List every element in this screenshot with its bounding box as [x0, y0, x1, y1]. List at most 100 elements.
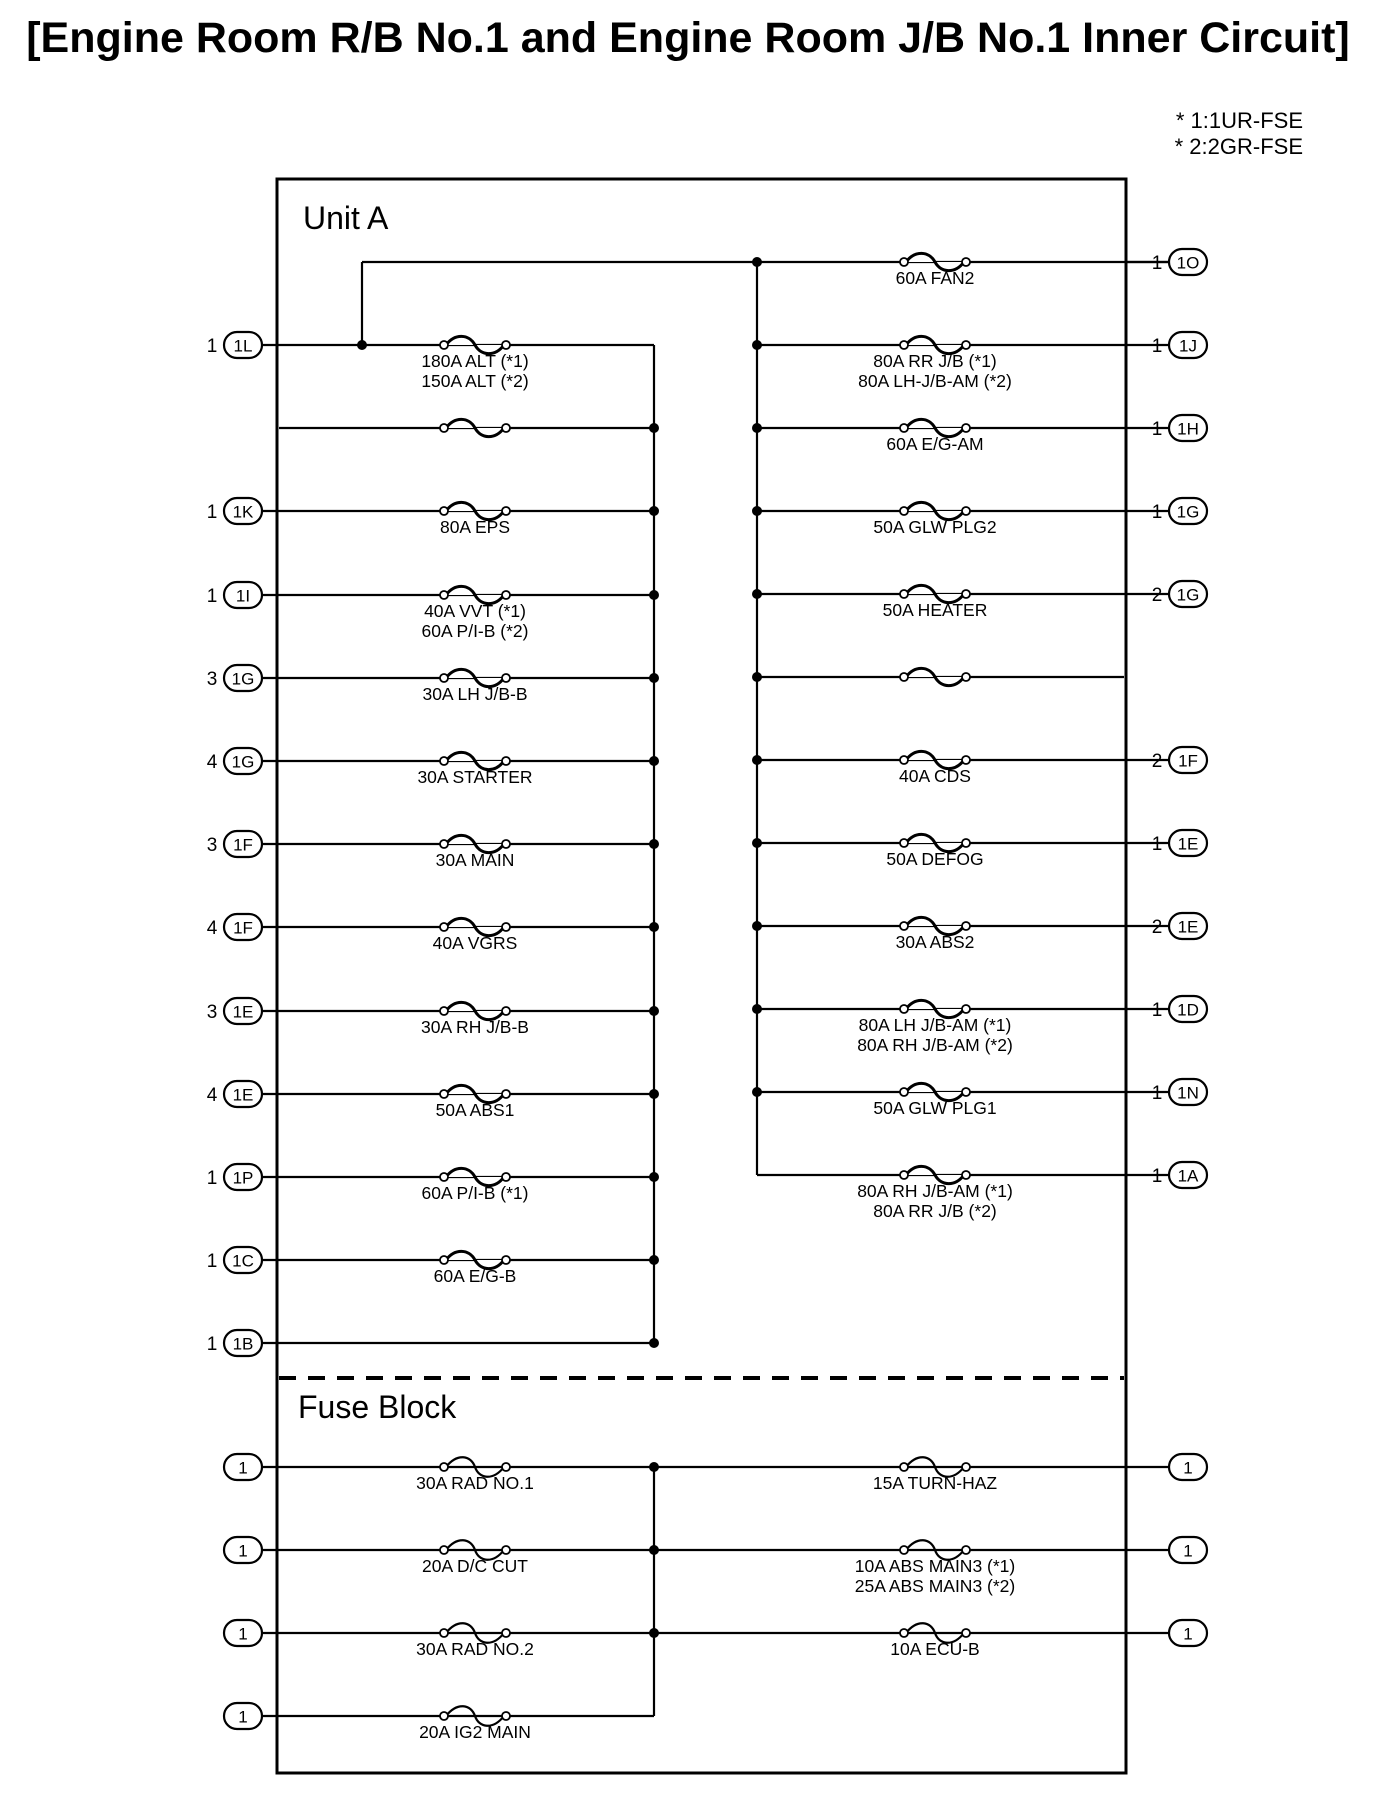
fuse-label: 150A ALT (*2) — [421, 371, 528, 391]
connector: 1G 4 — [207, 746, 264, 776]
fuse-symbol — [439, 1539, 511, 1561]
fuse-terminal — [961, 755, 971, 765]
fuse-terminal — [439, 340, 449, 350]
connector-id: 1B — [233, 1335, 254, 1354]
junction-dot — [649, 1462, 659, 1472]
pin-number: 1 — [207, 336, 218, 357]
fuse-terminal — [439, 506, 449, 516]
fuse-body-outline — [905, 916, 965, 936]
fusible-link-symbol — [439, 667, 511, 689]
junction-dot — [752, 755, 762, 765]
fuse-label: 80A LH J/B-AM (*1) — [859, 1015, 1012, 1035]
fuse-body-outline — [445, 501, 505, 521]
junction-dot — [752, 589, 762, 599]
fuse-label: 30A RAD NO.1 — [416, 1473, 534, 1493]
fuse-terminal — [501, 1545, 511, 1555]
fusible-link-symbol — [439, 1166, 511, 1188]
fuse-body-outline — [445, 1167, 505, 1187]
fusible-link-symbol — [439, 584, 511, 606]
engine-note-1: * 1:1UR-FSE — [1176, 108, 1303, 133]
fuse-symbol — [439, 1456, 511, 1478]
fuse-terminal — [501, 1628, 511, 1638]
fuse-terminal — [961, 589, 971, 599]
pin-number: 1 — [1152, 1166, 1163, 1187]
fuse-terminal — [501, 1255, 511, 1265]
connector-body — [1167, 1535, 1209, 1565]
connector-id: 1F — [233, 836, 253, 855]
fuse-body — [905, 1539, 965, 1561]
connector: 1 — [222, 1618, 264, 1648]
connector: 1P1 — [207, 1162, 264, 1192]
junction-dot — [649, 1338, 659, 1348]
fuse-label: 30A MAIN — [436, 850, 515, 870]
fuse-terminal — [439, 922, 449, 932]
connector-body — [222, 1328, 264, 1358]
connector: 1 — [222, 1701, 264, 1731]
connector-id: 1F — [1178, 752, 1198, 771]
pin-number: 1 — [1152, 419, 1163, 440]
fusible-link-symbol — [899, 334, 971, 356]
pin-number: 4 — [207, 752, 218, 773]
fuse-terminal — [501, 839, 511, 849]
fuse-terminal — [899, 423, 909, 433]
fuse-body — [905, 1456, 965, 1478]
fuse-body-outline — [905, 252, 965, 272]
connector-body — [1167, 828, 1209, 858]
connector: 1 — [1167, 1618, 1209, 1648]
connector-id: 1 — [1183, 1542, 1192, 1561]
fuse-terminal — [961, 1170, 971, 1180]
connector-body — [1167, 413, 1209, 443]
engine-note-2: * 2:2GR-FSE — [1175, 134, 1303, 159]
fusible-link-symbol — [439, 417, 511, 439]
connector-body — [1167, 496, 1209, 526]
fuse-body-outline — [445, 917, 505, 937]
fuse-terminal — [439, 673, 449, 683]
junction-dot — [649, 1628, 659, 1638]
junction-dot — [649, 1545, 659, 1555]
connector-body — [222, 1452, 264, 1482]
fuse-terminal — [899, 506, 909, 516]
connectors: 1L11K11I11G31G41F31F41E31E41P11C11B11O11… — [207, 247, 1209, 1731]
wiring — [261, 260, 1169, 1718]
fuse-terminal — [501, 1462, 511, 1472]
connector-id: 1 — [238, 1542, 247, 1561]
connector-id: 1G — [232, 753, 255, 772]
fuse-terminal — [899, 1462, 909, 1472]
connector: 1B1 — [207, 1328, 264, 1358]
fuse-terminal — [501, 756, 511, 766]
junction-dot — [357, 340, 367, 350]
fuse-terminal — [439, 590, 449, 600]
fuse-label: 50A GLW PLG1 — [873, 1098, 996, 1118]
fuse-terminal — [899, 838, 909, 848]
fuse-label: 10A ECU-B — [890, 1639, 979, 1659]
fuse-terminal — [501, 590, 511, 600]
fuse-body — [445, 1705, 505, 1727]
fuse-terminal — [899, 257, 909, 267]
pin-number: 3 — [207, 835, 218, 856]
junction-dots — [357, 257, 762, 1638]
connector-body — [1167, 330, 1209, 360]
fuse-terminal — [899, 1545, 909, 1555]
fuse-label: 60A E/G-AM — [886, 434, 983, 454]
fuse-terminal — [961, 921, 971, 931]
fuse-label: 80A RR J/B (*1) — [873, 351, 997, 371]
junction-dot — [752, 672, 762, 682]
connector-id: 1G — [232, 670, 255, 689]
connector-body — [222, 1162, 264, 1192]
fuse-terminal — [439, 1545, 449, 1555]
fuse-body-outline — [905, 1082, 965, 1102]
connector-id: 1C — [232, 1252, 254, 1271]
connector-id: 1E — [1178, 835, 1199, 854]
fusible-link-symbol — [439, 833, 511, 855]
connector: 1G1 — [1152, 496, 1209, 526]
fuse-label: 80A RR J/B (*2) — [873, 1201, 997, 1221]
fuse-body-outline — [905, 750, 965, 770]
pin-number: 4 — [207, 1085, 218, 1106]
fuse-label: 50A DEFOG — [886, 849, 983, 869]
fuse-body — [905, 1622, 965, 1644]
connector-body — [1167, 745, 1209, 775]
fuse-terminal — [899, 921, 909, 931]
connector-id: 1J — [1179, 337, 1197, 356]
fusible-link-symbol — [899, 915, 971, 937]
